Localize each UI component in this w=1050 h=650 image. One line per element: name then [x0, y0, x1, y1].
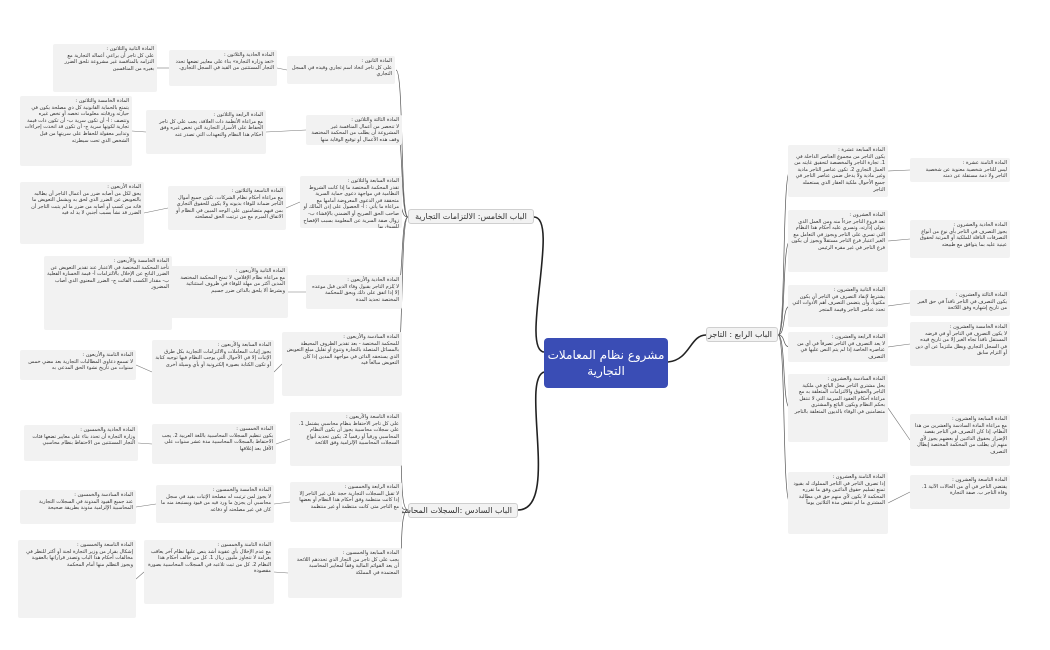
right-article-8[interactable]: المادة الخامسة والعشرون : لا يكون التصرف… [910, 322, 1010, 366]
link-b5-0 [395, 69, 409, 218]
left-bottom-article-9[interactable]: المادة التاسعة والخمسون : إشكال بقرار من… [18, 540, 136, 618]
link-l2-8 [273, 363, 283, 373]
left-top-article-2[interactable]: المادة الحادية والثلاثون : «تعد وزارة ال… [169, 50, 277, 86]
link-r2-3 [887, 343, 911, 348]
branch-chapter-four[interactable]: الباب الرابع : التاجر [706, 327, 778, 342]
link-l2-4 [285, 201, 301, 209]
left-bottom-article-3[interactable]: المادة الحادية والخمسون : وزارة التجارة … [24, 425, 138, 461]
right-article-3[interactable]: المادة العشرون : تعد فروع التاجر جزءاً م… [788, 210, 888, 272]
left-mid-article-1[interactable]: المادة الحادية والأربعون : لا يُلزم التا… [306, 275, 402, 309]
link-b4-1 [777, 240, 791, 336]
link-l2-3 [131, 130, 147, 133]
left-mid-article-5[interactable]: المادة السابعة والأربعون : يجوز إثبات ال… [152, 340, 274, 404]
link-r2-2 [887, 302, 911, 307]
left-top-article-7[interactable]: المادة السابعة والثلاثون : تقدر المحكمة … [300, 176, 402, 228]
left-mid-article-4[interactable]: المادة السادسة والأربعون : للمحكمة المخت… [282, 332, 402, 396]
link-l2-9 [135, 364, 153, 373]
link-r2-1 [887, 238, 911, 242]
link-r2-0 [887, 169, 911, 172]
link-l2-10 [275, 438, 291, 445]
left-bottom-article-8[interactable]: المادة الثامنة والخمسون : مع عدم الإخلال… [144, 540, 274, 604]
left-bottom-article-4[interactable]: المادة الرابعة والخمسون : لا تقبل السجلا… [290, 482, 402, 522]
right-article-10[interactable]: المادة السابعة والعشرون : مع مراعاة الما… [910, 414, 1010, 466]
left-top-article-9[interactable]: المادة الأربعون : يحق لكل من أصابه ضرر م… [20, 182, 144, 244]
right-article-7[interactable]: المادة الرابعة والعشرون : لا يعد التصرف … [788, 332, 888, 362]
central-topic[interactable]: مشروع نظام المعاملات التجارية [544, 338, 668, 388]
left-mid-article-2[interactable]: المادة الثانية والأربعون : مع مراعاة نظا… [168, 266, 288, 318]
link-b4-0 [777, 170, 791, 336]
branch-chapter-six[interactable]: الباب السادس :السجلات المحاسبية [395, 503, 518, 518]
right-article-12[interactable]: المادة التاسعة والعشرون : يقتضي التاجر ف… [910, 475, 1010, 509]
right-article-2[interactable]: المادة الثامنة عشرة : ليس للتاجر شخصية م… [910, 158, 1010, 182]
right-article-4[interactable]: المادة الحادية والعشرون : يجوز التصرف في… [910, 220, 1010, 258]
left-top-article-3[interactable]: المادة الثانية والثلاثون : على كل تاجر أ… [53, 44, 157, 92]
branch-chapter-five[interactable]: الباب الخامس: الالتزامات التجارية [408, 209, 534, 224]
right-article-6[interactable]: المادة الثالثة والعشرون : يكون التصرف في… [910, 290, 1010, 316]
link-l2-5 [143, 207, 169, 214]
link-b4-5 [777, 334, 791, 504]
right-article-11[interactable]: المادة الثامنة والعشرون : إذا تصرف التاج… [788, 472, 888, 534]
left-bottom-article-7[interactable]: المادة السابعة والخمسون : يجب على كل تاج… [288, 548, 402, 598]
link-l2-11 [137, 442, 153, 445]
left-bottom-article-5[interactable]: المادة الخامسة والخمسون : لا يجوز لمن تر… [156, 485, 274, 523]
right-article-1[interactable]: المادة السابعة عشرة : يكون التاجر من مجم… [788, 145, 888, 197]
left-top-article-6[interactable]: المادة الخامسة والثلاثون : يتمتع بالحماي… [20, 96, 132, 166]
link-l2-2 [265, 129, 307, 133]
left-mid-article-6[interactable]: المادة الثامنة والأربعون : لا تسمع دعاوى… [20, 350, 136, 380]
link-l2-15 [135, 571, 145, 580]
left-top-article-5[interactable]: المادة الرابعة والثلاثون : مع مراعاة الأ… [146, 110, 266, 154]
left-bottom-article-2[interactable]: المادة الخمسون : يكون تنظيم السجلات المح… [152, 424, 276, 464]
link-l2-14 [273, 571, 289, 574]
left-bottom-article-6[interactable]: المادة السادسة والخمسون : عند جميع القيو… [20, 490, 136, 524]
link-r2-4 [887, 407, 911, 441]
link-l2-12 [273, 501, 291, 505]
right-article-5[interactable]: المادة الثانية والعشرون : يشترط لإنفاذ ا… [788, 285, 888, 327]
left-top-article-1[interactable]: المادة الثانون : على كل تاجر اتخاذ اسم ت… [287, 56, 395, 84]
link-r2-5 [887, 491, 911, 504]
right-article-9[interactable]: المادة السادسة والعشرون : يحل مشتري التا… [788, 374, 888, 442]
link-root-chapter-four [667, 334, 707, 363]
left-mid-article-3[interactable]: المادة الخامسة والأربعون : تأخذ المحكمة … [44, 256, 172, 330]
link-root-chapter-five [533, 216, 545, 353]
link-l2-0 [276, 67, 288, 71]
left-top-article-8[interactable]: المادة التاسعة والثلاثون : مع مراعاة أحك… [168, 186, 286, 230]
link-l2-13 [135, 503, 157, 508]
left-bottom-article-1[interactable]: المادة التاسعة والأربعون : على كل تاجر ا… [290, 412, 402, 466]
link-b4-4 [777, 334, 791, 409]
link-root-chapter-six [517, 371, 545, 511]
left-top-article-4[interactable]: المادة الثالثة والثلاثون : لا تنحصر من أ… [306, 115, 402, 145]
